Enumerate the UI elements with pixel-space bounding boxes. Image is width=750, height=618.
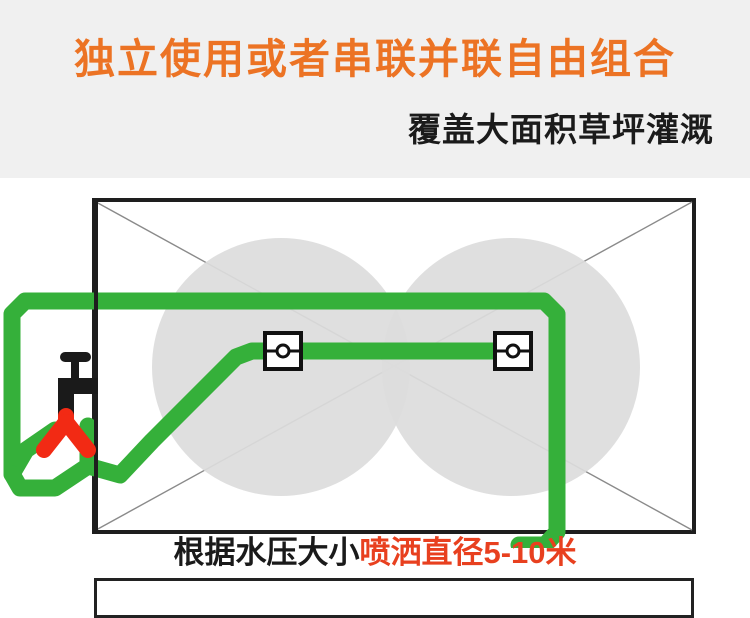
- faucet-assembly: [36, 200, 98, 532]
- hose-path-branch: [79, 342, 509, 484]
- sprinkler-head-1: [263, 331, 303, 371]
- hose-path-lower: [3, 457, 97, 497]
- irrigation-diagram: [0, 178, 750, 548]
- sprinkler-head-2: [493, 331, 533, 371]
- faucet-handle-stem: [71, 359, 79, 381]
- sprinkler-heads: [263, 331, 533, 371]
- diagram-caption: 根据水压大小喷洒直径5-10米: [0, 534, 750, 573]
- hose-path-supply: [3, 292, 566, 548]
- hose-render: [3, 292, 566, 548]
- hose-splitter: [36, 408, 96, 458]
- next-section-frame: [94, 578, 694, 618]
- caption-black-text: 根据水压大小: [173, 535, 360, 570]
- page-title: 独立使用或者串联并联自由组合: [74, 36, 676, 82]
- irrigation-diagram-svg: [3, 198, 696, 548]
- header-band: [0, 0, 750, 178]
- page-subtitle: 覆盖大面积草坪灌溉: [408, 111, 714, 148]
- faucet-spout: [58, 378, 74, 416]
- faucet-handle-bar: [60, 352, 91, 362]
- caption-red-text: 喷洒直径5-10米: [359, 535, 577, 570]
